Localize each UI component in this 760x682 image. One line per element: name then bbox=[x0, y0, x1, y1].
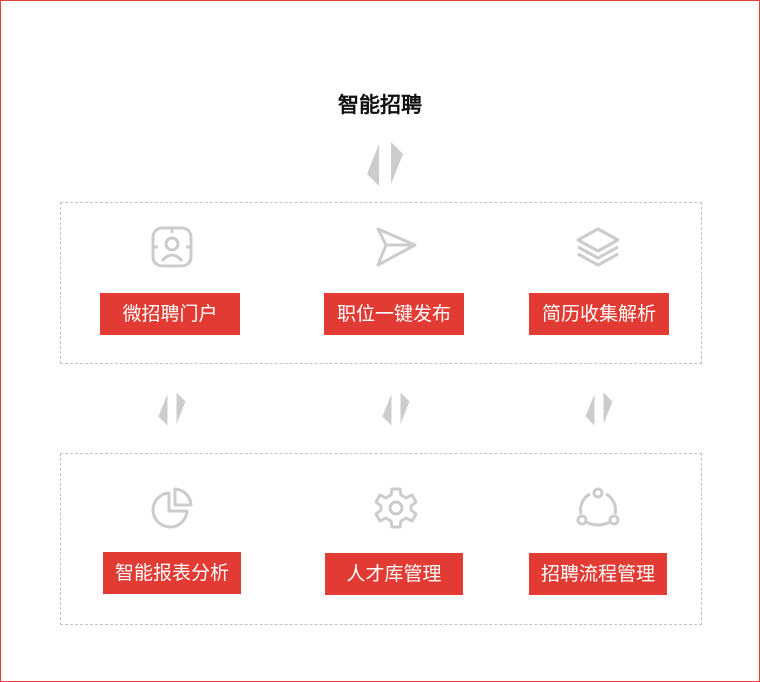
pie-chart-icon bbox=[151, 487, 193, 529]
feature-group-2 bbox=[60, 453, 702, 625]
feature-label-recruit-process: 招聘流程管理 bbox=[529, 553, 667, 595]
bidirectional-arrow-icon bbox=[585, 392, 613, 426]
bidirectional-arrow-icon bbox=[382, 392, 410, 426]
user-badge-icon bbox=[151, 226, 193, 268]
gear-icon bbox=[374, 487, 418, 529]
feature-group-1 bbox=[60, 202, 702, 364]
bidirectional-arrow-icon bbox=[158, 392, 186, 426]
feature-label-wechat-portal: 微招聘门户 bbox=[100, 293, 240, 335]
share-network-icon bbox=[576, 487, 620, 527]
feature-label-resume-parse: 简历收集解析 bbox=[529, 293, 669, 335]
page-title: 智能招聘 bbox=[338, 93, 422, 117]
feature-label-report-analysis: 智能报表分析 bbox=[103, 552, 241, 594]
feature-label-job-publish: 职位一键发布 bbox=[324, 293, 464, 335]
bidirectional-arrow-icon bbox=[367, 142, 403, 186]
feature-label-talent-pool: 人才库管理 bbox=[325, 553, 463, 595]
layers-icon bbox=[576, 227, 620, 267]
send-icon bbox=[376, 227, 417, 267]
